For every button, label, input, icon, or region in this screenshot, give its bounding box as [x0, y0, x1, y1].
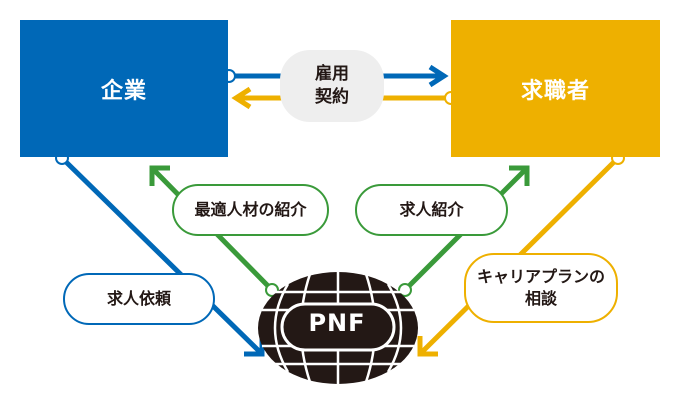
- career-line1-b: の: [589, 267, 606, 287]
- career-line1-a: キャリアプラン: [476, 267, 589, 287]
- job-intro-pill: 求人紹介: [355, 184, 508, 236]
- career-consult-pill: キャリアプランの 相談: [464, 253, 618, 323]
- job-intro-label: 求人紹介: [399, 200, 464, 220]
- company-box: 企業: [20, 20, 228, 157]
- job-request-pill: 求人依頼: [63, 273, 215, 325]
- career-line2: 相談: [524, 289, 557, 308]
- contract-arrow-blue-head: [428, 64, 449, 88]
- contract-arrow-yellow-head: [231, 86, 252, 110]
- pnf-logo-text: PNF: [308, 309, 366, 337]
- request-line: [60, 156, 264, 356]
- talent-arrow-head: [149, 165, 170, 186]
- jobintro-arrow-head: [509, 165, 530, 186]
- talent-intro-label: 最適人材の紹介: [194, 200, 307, 220]
- company-label: 企業: [100, 78, 147, 104]
- job-seeker-box: 求職者: [451, 20, 660, 157]
- talent-intro-pill: 最適人材の紹介: [172, 184, 329, 236]
- job-request-label: 求人依頼: [106, 289, 171, 309]
- employment-contract-label: 雇用 契約: [280, 50, 384, 122]
- contract-line2: 契約: [315, 87, 349, 107]
- pnf-globe-icon: [258, 272, 418, 384]
- career-line1: キャリアプランの: [477, 266, 605, 288]
- career-arrow-head: [417, 336, 438, 357]
- job-seeker-label: 求職者: [520, 78, 590, 104]
- contract-line1: 雇用: [315, 64, 349, 85]
